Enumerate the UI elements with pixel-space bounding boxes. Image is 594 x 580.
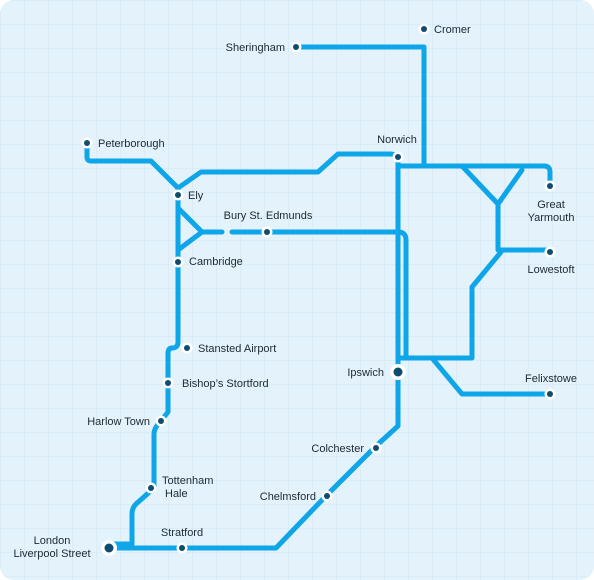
station-labels: Cromer Sheringham Norwich Peterborough E… — [13, 24, 577, 560]
station-dot-bury-inner — [264, 229, 270, 235]
label-lowestoft: Lowestoft — [527, 264, 574, 276]
station-dot-felixstowe-inner — [547, 391, 553, 397]
label-stratford: Stratford — [161, 527, 203, 539]
station-ipswich[interactable] — [390, 364, 406, 380]
label-cromer: Cromer — [434, 24, 471, 36]
station-dot-norwich-inner — [395, 154, 401, 160]
label-bury-st-edmunds: Bury St. Edmunds — [224, 210, 313, 222]
line-peterborough-ely — [84, 140, 181, 191]
label-london-2: Liverpool Street — [13, 548, 90, 560]
station-dot-ely-inner — [175, 192, 181, 198]
label-stansted-airport: Stansted Airport — [198, 343, 276, 355]
line-norwich-yarmouth-lowestoft — [395, 163, 553, 189]
station-dot-harlow-inner — [158, 418, 164, 424]
station-tottenham-hale[interactable] — [145, 482, 157, 494]
station-colchester[interactable] — [370, 442, 382, 454]
label-colchester: Colchester — [311, 443, 364, 455]
station-cromer[interactable] — [418, 23, 430, 35]
station-dot-stansted-inner — [184, 345, 190, 351]
label-great-yarmouth-1: Great — [537, 199, 565, 211]
line-yarmouth-wye — [459, 163, 553, 253]
line-london-ipswich — [106, 367, 401, 551]
line-sheringham-cromer-norwich — [293, 44, 427, 169]
station-dot-cambridge-inner — [175, 259, 181, 265]
station-great-yarmouth[interactable] — [544, 180, 556, 192]
station-bury-st-edmunds[interactable] — [261, 226, 273, 238]
label-chelmsford: Chelmsford — [260, 491, 316, 503]
station-ely[interactable] — [172, 189, 184, 201]
station-dot-great-yarmouth-inner — [547, 183, 553, 189]
station-bishops-stortford[interactable] — [162, 377, 174, 389]
line-ipswich-felixstowe — [429, 355, 553, 397]
label-london-1: London — [34, 535, 71, 547]
label-tottenham-hale-1: Tottenham — [162, 475, 213, 487]
station-harlow-town[interactable] — [155, 415, 167, 427]
label-ely: Ely — [188, 190, 204, 202]
label-cambridge: Cambridge — [189, 256, 243, 268]
station-dot-london-inner — [104, 543, 114, 553]
label-great-yarmouth-2: Yarmouth — [528, 212, 575, 224]
station-dot-bishops-inner — [165, 380, 171, 386]
label-ipswich: Ipswich — [347, 367, 384, 379]
label-norwich: Norwich — [377, 134, 417, 146]
station-chelmsford[interactable] — [321, 490, 333, 502]
label-peterborough: Peterborough — [98, 138, 165, 150]
station-markers — [81, 23, 556, 556]
station-dot-cromer-inner — [421, 26, 427, 32]
station-dot-peterborough-inner — [84, 140, 90, 146]
label-tottenham-hale-2: Hale — [165, 488, 188, 500]
label-felixstowe: Felixstowe — [525, 373, 577, 385]
station-dot-lowestoft-inner — [547, 249, 553, 255]
station-london-liverpool-street[interactable] — [101, 540, 117, 556]
label-sheringham: Sheringham — [226, 42, 285, 54]
station-dot-chelmsford-inner — [324, 493, 330, 499]
station-dot-stratford-inner — [179, 545, 185, 551]
station-stratford[interactable] — [176, 542, 188, 554]
station-dot-colchester-inner — [373, 445, 379, 451]
station-lowestoft[interactable] — [544, 246, 556, 258]
station-dot-tottenham-inner — [148, 485, 154, 491]
label-harlow-town: Harlow Town — [87, 416, 150, 428]
station-stansted-airport[interactable] — [181, 342, 193, 354]
station-felixstowe[interactable] — [544, 388, 556, 400]
station-dot-ipswich-inner — [393, 367, 403, 377]
station-norwich[interactable] — [392, 151, 404, 163]
label-bishops-stortford: Bishop’s Stortford — [182, 378, 269, 390]
station-sheringham[interactable] — [290, 41, 302, 53]
station-peterborough[interactable] — [81, 137, 93, 149]
station-cambridge[interactable] — [172, 256, 184, 268]
line-ely-bury-ipswich — [199, 229, 409, 361]
station-dot-sheringham-inner — [293, 44, 299, 50]
